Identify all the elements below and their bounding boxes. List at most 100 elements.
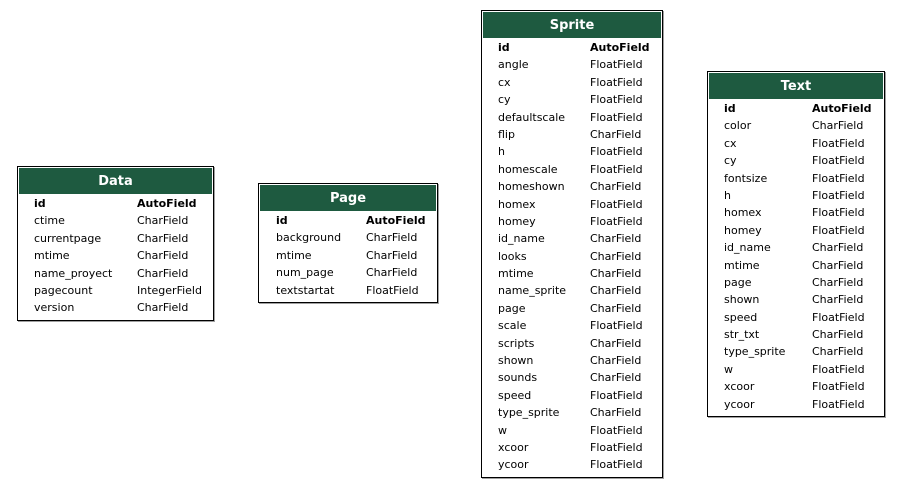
field-name: type_sprite [498,406,560,420]
field-type: FloatField [812,380,865,394]
field-name: str_txt [724,328,760,342]
field-name: version [34,301,75,315]
field-name: num_page [276,266,334,280]
field-name: type_sprite [724,345,786,359]
field-row: cx FloatField [708,135,884,152]
field-name: homex [724,206,762,220]
field-name: currentpage [34,231,102,245]
field-type: AutoField [137,197,197,210]
field-type: CharField [590,127,642,141]
field-type: CharField [590,232,642,246]
field-type: FloatField [590,423,643,437]
field-type: FloatField [812,188,865,202]
field-name: mtime [724,258,760,272]
field-name: id_name [724,241,771,255]
field-name: h [498,145,505,159]
field-type: AutoField [812,102,872,115]
field-type: FloatField [590,458,643,472]
field-name: w [498,423,507,437]
field-type: FloatField [590,214,643,228]
field-type: CharField [590,249,642,263]
field-name: cy [724,154,737,168]
field-type: CharField [137,301,189,315]
field-name: background [276,231,342,245]
field-name: homescale [498,162,558,176]
field-name: name_proyect [34,266,113,280]
field-name: id [34,197,46,210]
field-type: CharField [812,328,864,342]
field-type: FloatField [812,154,865,168]
field-type: CharField [137,266,189,280]
field-type: CharField [137,231,189,245]
field-name: defaultscale [498,110,566,124]
table-title: Sprite [482,11,662,39]
field-type: FloatField [812,136,865,150]
field-type: FloatField [590,319,643,333]
field-name: pagecount [34,283,93,297]
field-type: CharField [812,293,864,307]
field-name: speed [498,388,532,402]
field-name: cy [498,93,511,107]
field-type: CharField [590,301,642,315]
field-row: name_proyect CharField [18,265,213,282]
field-name: looks [498,249,527,263]
field-row: version CharField [18,299,213,316]
field-type: CharField [590,180,642,194]
primary-key-row: id AutoField [18,195,213,212]
table-title: Page [259,184,437,212]
field-type: FloatField [812,310,865,324]
field-name: ycoor [498,458,529,472]
field-name: id [276,214,288,227]
field-name: w [724,362,733,376]
field-type: FloatField [366,283,419,297]
field-name: xcoor [724,380,755,394]
table-title: Text [708,72,884,100]
field-name: angle [498,58,529,72]
field-name: id [498,41,510,54]
field-type: FloatField [812,171,865,185]
field-row: str_txt CharField [708,326,884,343]
field-type: CharField [812,241,864,255]
field-name: textstartat [276,283,335,297]
field-row: cy FloatField [482,91,662,108]
field-type: CharField [590,267,642,281]
field-type: AutoField [590,41,650,54]
field-name: id [724,102,736,115]
field-type: CharField [590,406,642,420]
field-type: CharField [590,354,642,368]
field-name: h [724,188,731,202]
field-name: homey [724,223,762,237]
field-type: FloatField [590,93,643,107]
field-row: w FloatField [482,422,662,439]
field-row: currentpage CharField [18,230,213,247]
field-name: cx [724,136,737,150]
field-name: shown [498,354,534,368]
